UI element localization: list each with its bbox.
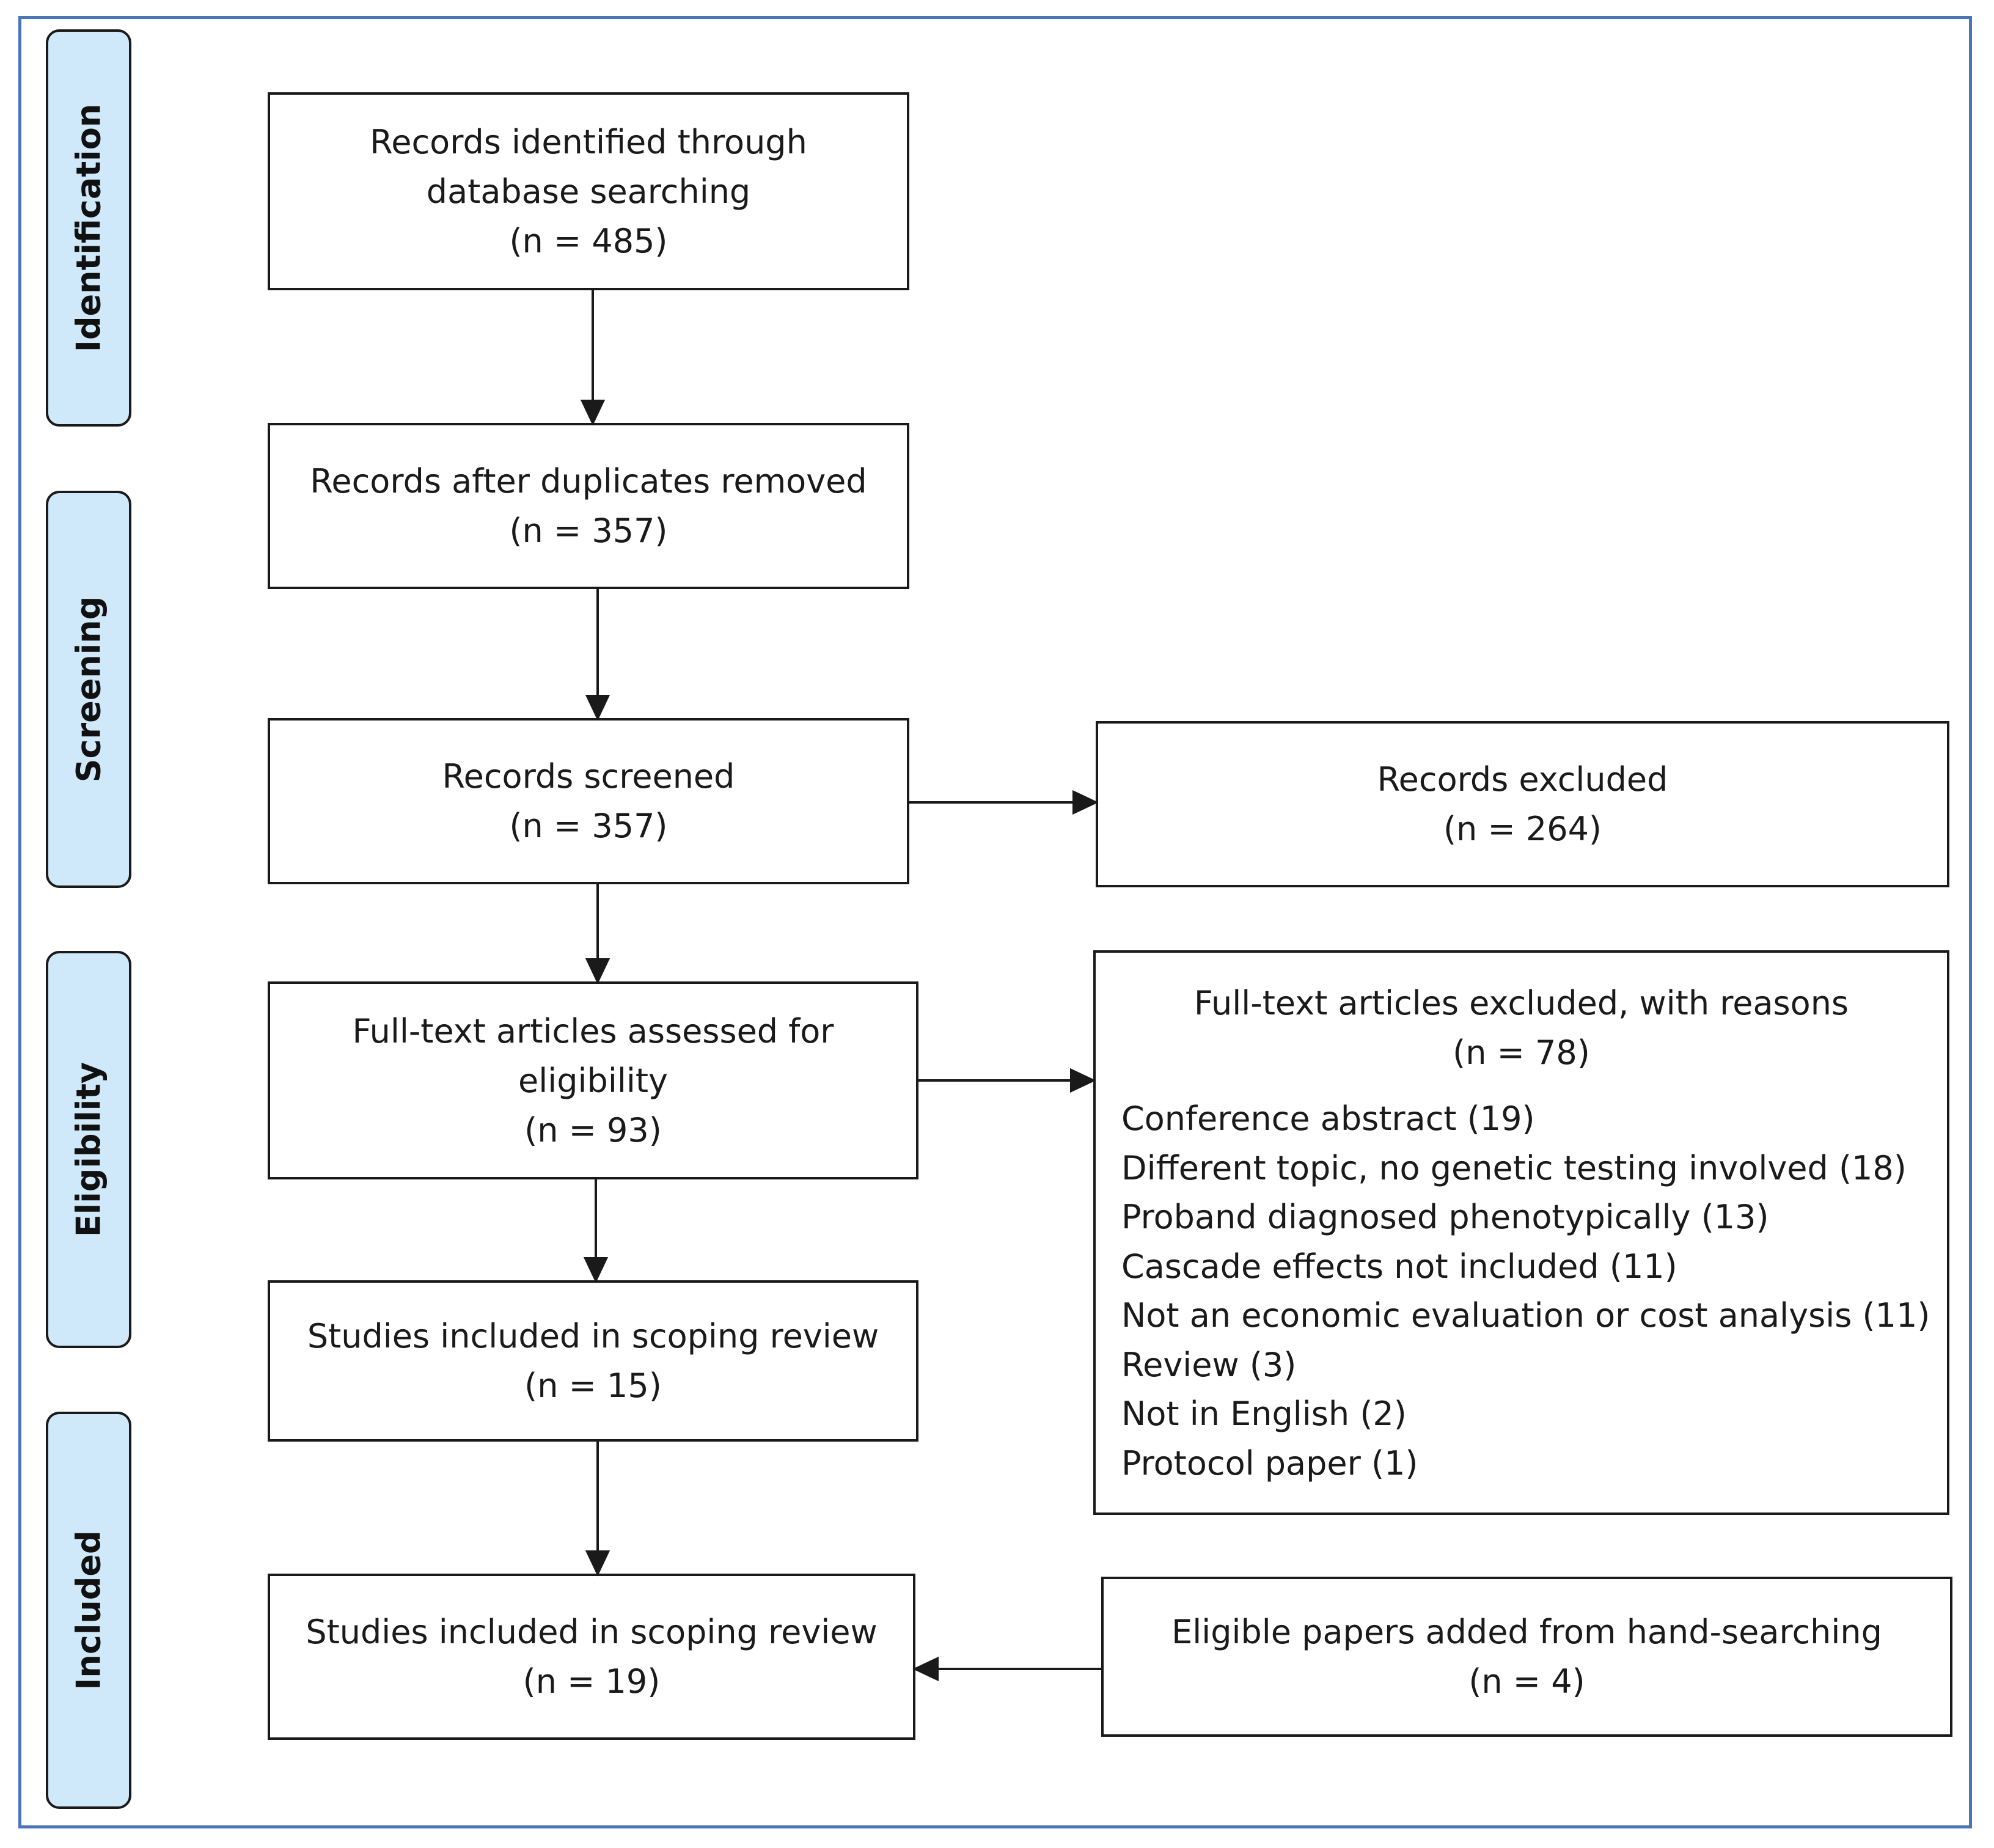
phase-eligibility-label: Eligibility <box>69 1062 108 1238</box>
box-text: Records identified through <box>370 122 807 161</box>
phase-identification-label: Identification <box>69 103 108 353</box>
box-count: (n = 485) <box>509 221 668 260</box>
box-count: (n = 4) <box>1468 1662 1585 1701</box>
exclusion-reason-item: Not an economic evaluation or cost analy… <box>1121 1296 1930 1335</box>
box-count: (n = 357) <box>509 512 668 550</box>
box-included-scoping-19: Studies included in scoping review (n = … <box>268 1574 915 1740</box>
box-records-screened: Records screened (n = 357) <box>268 718 909 884</box>
box-text: Eligible papers added from hand-searchin… <box>1171 1613 1882 1651</box>
exclusion-reason-item: Not in English (2) <box>1121 1395 1407 1433</box>
exclusion-reason-item: Different topic, no genetic testing invo… <box>1121 1148 1907 1187</box>
box-text: Studies included in scoping review <box>307 1317 879 1355</box>
exclusion-reason-item: Review (3) <box>1121 1345 1297 1384</box>
phase-screening: Screening <box>46 491 131 888</box>
exclusion-reason-item: Protocol paper (1) <box>1121 1443 1418 1483</box>
exclusion-reason-item: Conference abstract (19) <box>1121 1099 1535 1138</box>
box-count: (n = 93) <box>524 1110 662 1150</box>
box-count: (n = 357) <box>509 807 668 845</box>
box-after-duplicates: Records after duplicates removed (n = 35… <box>268 423 909 589</box>
box-records-excluded: Records excluded (n = 264) <box>1096 721 1949 887</box>
phase-included-label: Included <box>69 1530 108 1690</box>
box-text: Full-text articles excluded, with reason… <box>1193 984 1849 1022</box>
box-text: Full-text articles assessed for <box>352 1011 834 1050</box>
exclusion-reasons-list: Conference abstract (19) Different topic,… <box>1096 1094 1947 1488</box>
box-text: database searching <box>426 172 751 211</box>
box-count: (n = 19) <box>522 1662 661 1701</box>
box-text: eligibility <box>518 1061 668 1100</box>
diagram-frame <box>18 16 1972 1828</box>
phase-identification: Identification <box>46 29 131 427</box>
box-fulltext-excluded: Full-text articles excluded, with reason… <box>1093 950 1949 1515</box>
exclusion-reason-item: Proband diagnosed phenotypically (13) <box>1121 1198 1769 1236</box>
box-text: Records excluded <box>1377 760 1668 799</box>
box-count: (n = 264) <box>1443 810 1602 848</box>
box-included-scoping-15: Studies included in scoping review (n = … <box>268 1280 918 1442</box>
box-count: (n = 78) <box>1453 1033 1590 1072</box>
phase-eligibility: Eligibility <box>46 951 131 1348</box>
box-text: Studies included in scoping review <box>306 1613 878 1651</box>
exclusion-reason-item: Cascade effects not included (11) <box>1121 1247 1677 1286</box>
box-text: Records screened <box>442 757 735 796</box>
box-count: (n = 15) <box>524 1366 662 1405</box>
box-text: Records after duplicates removed <box>310 462 867 501</box>
box-fulltext-assessed: Full-text articles assessed for eligibil… <box>268 981 918 1179</box>
phase-included: Included <box>46 1412 131 1809</box>
box-records-identified: Records identified through database sear… <box>268 92 909 290</box>
box-hand-searching: Eligible papers added from hand-searchin… <box>1101 1577 1952 1737</box>
phase-screening-label: Screening <box>69 596 108 783</box>
